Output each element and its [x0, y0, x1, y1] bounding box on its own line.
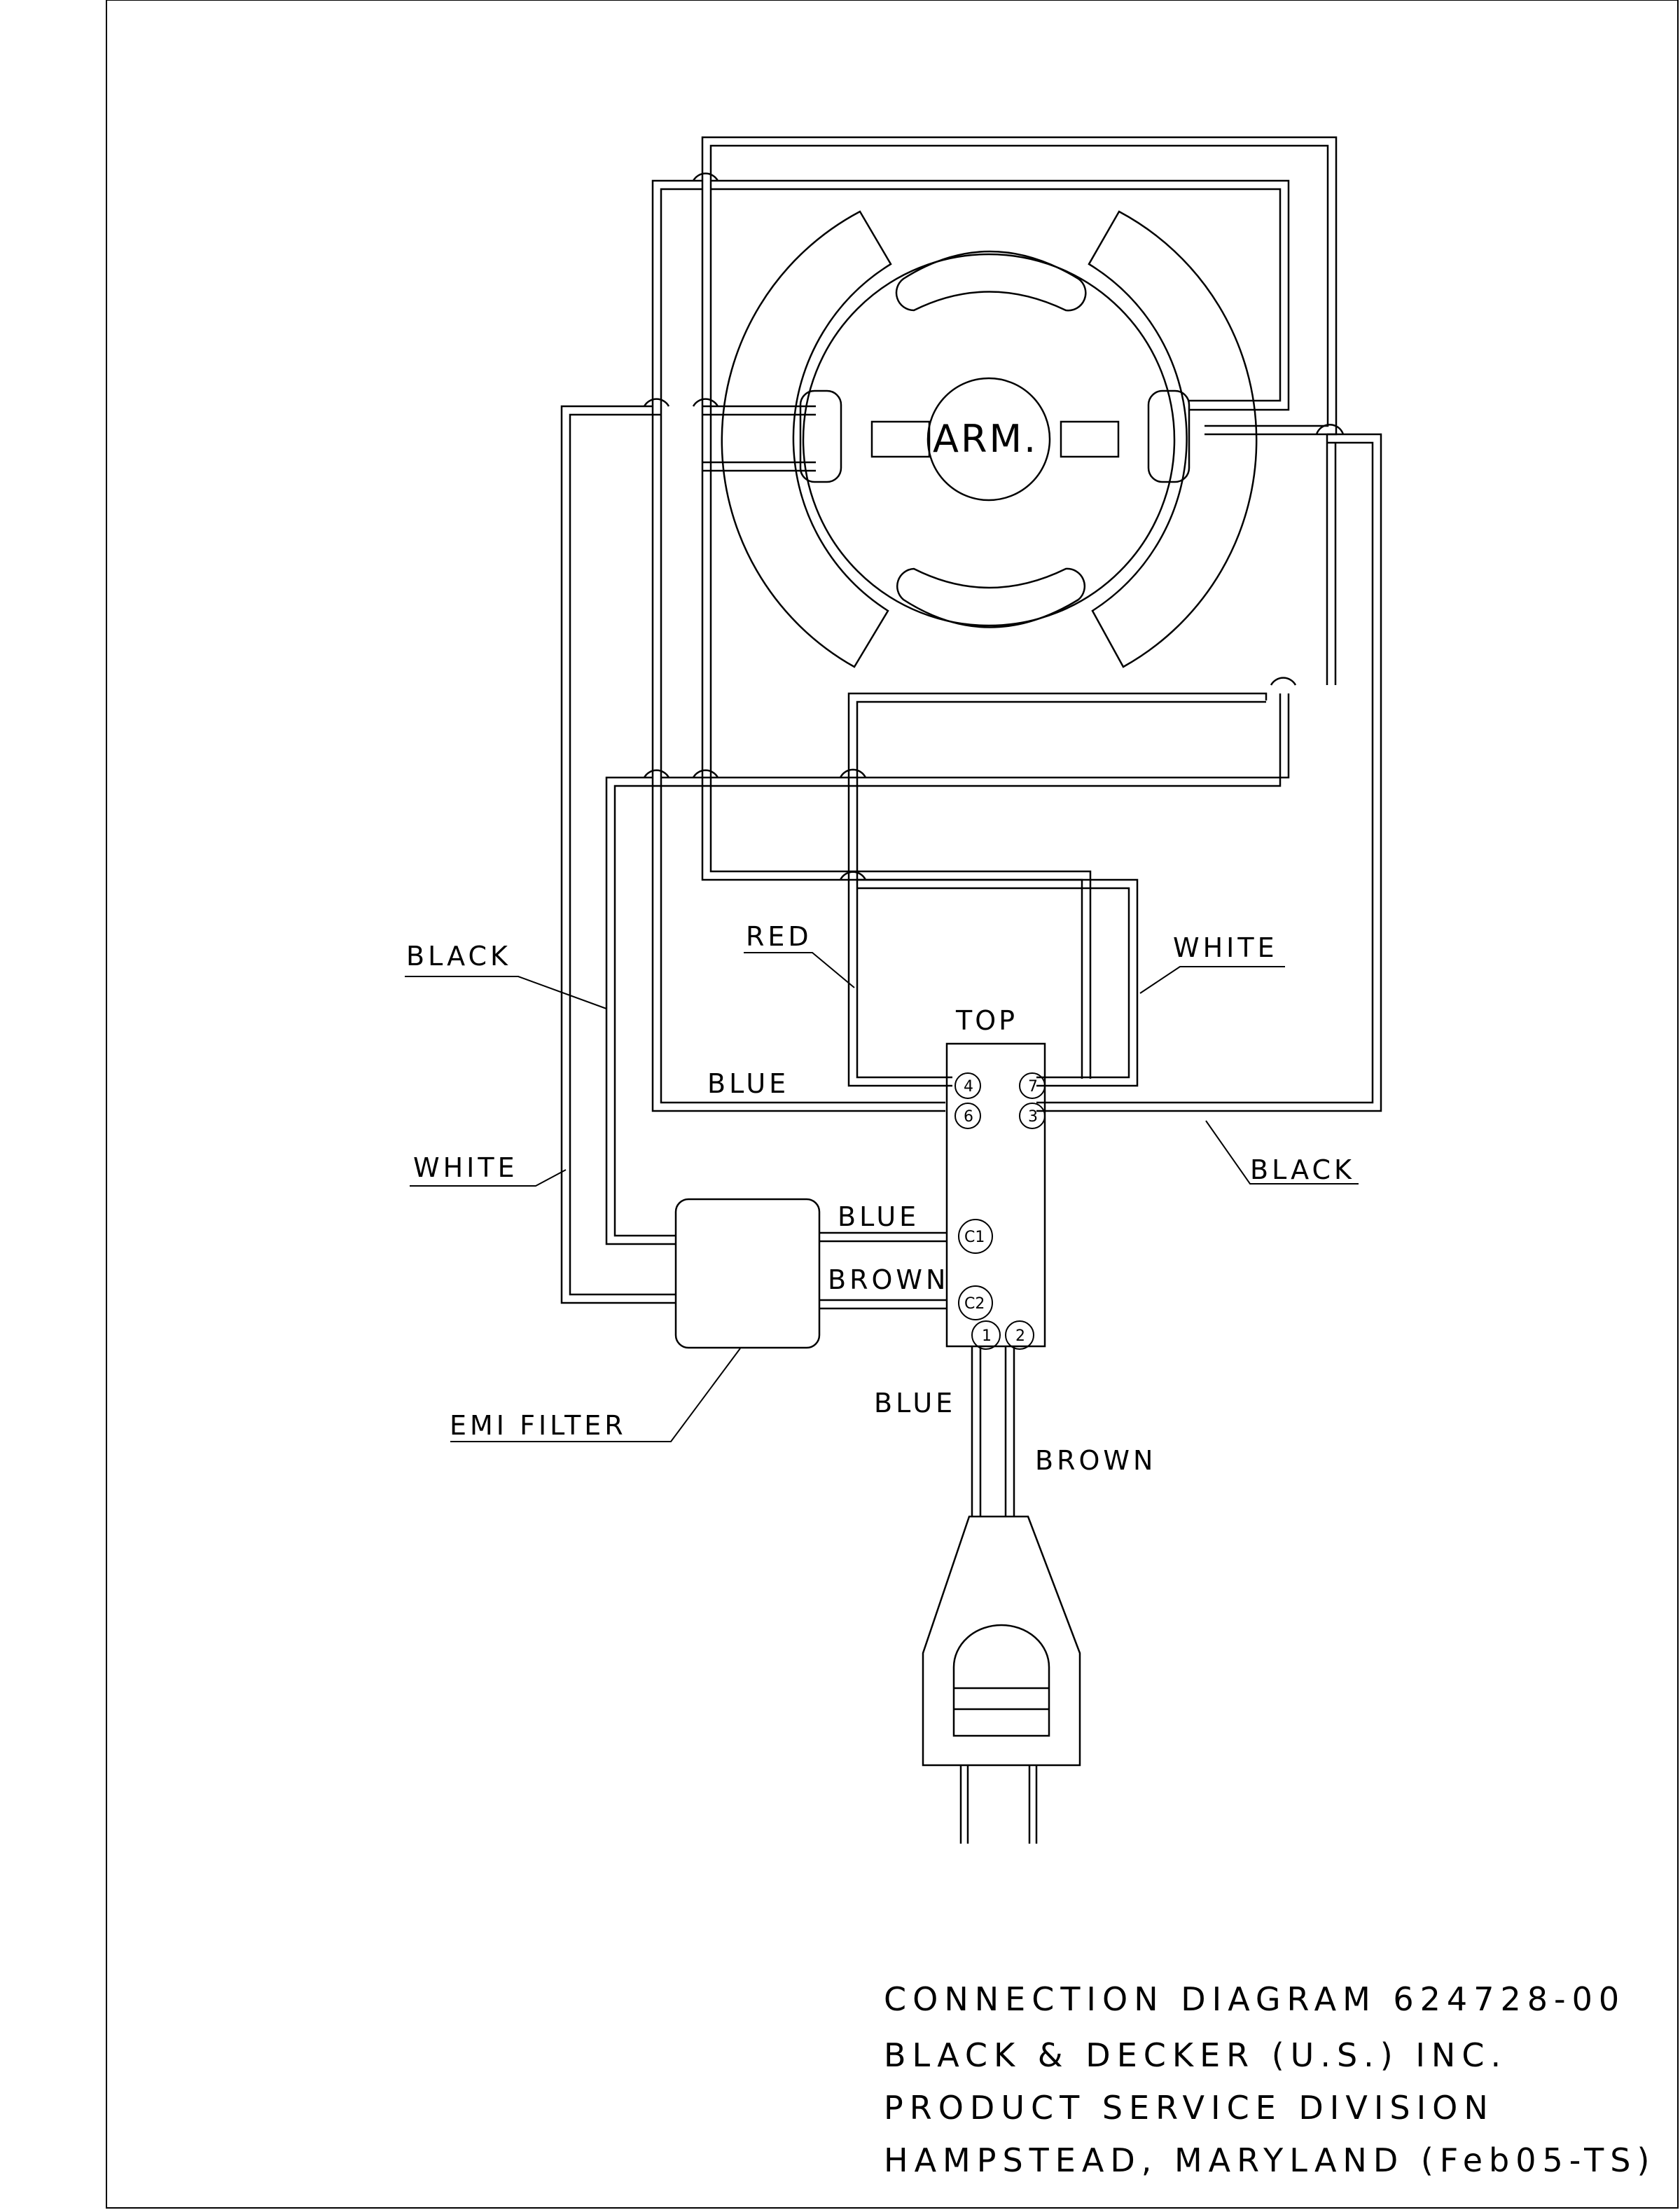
plug-body: [922, 1515, 1081, 1767]
leader-black-left: [405, 976, 607, 1009]
label-white-right: WHITE: [1173, 932, 1278, 963]
terminal-7-circle: [1019, 1072, 1046, 1099]
field-housing-right: [1088, 210, 1258, 668]
wire-filter-brown: [819, 1299, 947, 1310]
switch: TOP 4 7 6 3 C1 C2 1 2: [945, 1005, 1046, 1350]
terminal-7: 7: [1028, 1078, 1038, 1096]
hop-2: [643, 398, 670, 407]
label-blue-upper: BLUE: [707, 1068, 789, 1099]
hop-7: [692, 769, 719, 778]
wire-filter-blue: [819, 1231, 947, 1243]
label-black-left: BLACK: [406, 941, 511, 972]
terminal-c1-circle: [958, 1219, 993, 1254]
stator-ring: [802, 253, 1176, 627]
armature-label: ARM.: [933, 417, 1038, 461]
label-black-right: BLACK: [1250, 1154, 1355, 1185]
hop-9: [839, 871, 867, 880]
wire-cord: [971, 1346, 1015, 1517]
hop-1: [692, 172, 719, 181]
title-block: CONNECTION DIAGRAM 624728-00 BLACK & DEC…: [884, 1980, 1655, 2179]
wire-red: [847, 692, 1268, 1087]
terminal-6: 6: [964, 1108, 973, 1126]
sheet-border: [106, 0, 1679, 2209]
brush-holder-right: [1147, 389, 1190, 483]
brush-holder-left: [799, 389, 842, 483]
brush-right: [1060, 420, 1120, 458]
terminal-1: 1: [982, 1327, 992, 1345]
hop-6: [643, 769, 670, 778]
emi-filter-box: [674, 1198, 821, 1349]
terminal-3-circle: [1019, 1103, 1046, 1129]
leader-white-left: [410, 1169, 567, 1187]
plug-prong-right: [1028, 1765, 1038, 1844]
wire-black-left: [560, 405, 676, 1304]
title-line-3: PRODUCT SERVICE DIVISION: [884, 2089, 1494, 2127]
terminal-c1: C1: [964, 1229, 985, 1246]
label-emi-filter: EMI FILTER: [450, 1410, 627, 1441]
wire-black-right: [1036, 433, 1382, 1112]
label-brown-filter: BROWN: [828, 1264, 949, 1295]
terminal-4: 4: [964, 1078, 973, 1096]
upper-field-slot: [895, 250, 1087, 312]
wire-top-inner: [651, 179, 1290, 1112]
brush-left: [870, 420, 931, 458]
terminal-c2: C2: [964, 1295, 985, 1313]
armature: [926, 377, 1051, 502]
wire-cross-1115: [661, 693, 1290, 787]
label-white-left: WHITE: [413, 1152, 518, 1183]
terminal-1-circle: [971, 1320, 1001, 1350]
motor: ARM.: [721, 210, 1258, 668]
wire-left-brush: [702, 405, 816, 472]
hop-8: [839, 768, 867, 778]
wire-crossovers: [643, 172, 1345, 880]
field-housing-left: [721, 210, 892, 668]
leader-lines: [405, 952, 1359, 1442]
leader-emi: [450, 1348, 741, 1442]
wire-white-left: [605, 776, 676, 1245]
switch-body: [945, 1042, 1046, 1348]
terminal-3: 3: [1028, 1108, 1038, 1126]
lower-field-slot: [896, 567, 1086, 628]
title-line-2: BLACK & DECKER (U.S.) INC.: [884, 2036, 1507, 2074]
leader-white-right: [1139, 966, 1285, 994]
plug-grip: [952, 1624, 1050, 1737]
hop-4: [1315, 424, 1345, 435]
hop-5: [1270, 677, 1297, 686]
terminal-4-circle: [954, 1072, 981, 1099]
title-line-4: HAMPSTEAD, MARYLAND (Feb05-TS): [884, 2141, 1655, 2179]
label-red: RED: [746, 921, 812, 952]
switch-top-label: TOP: [955, 1005, 1018, 1036]
terminal-2-circle: [1005, 1320, 1034, 1350]
leader-red: [744, 952, 855, 988]
wire-top-outer: [701, 136, 1338, 436]
power-plug: [922, 1515, 1081, 1844]
label-brown-cord: BROWN: [1035, 1445, 1156, 1476]
terminal-c2-circle: [958, 1285, 993, 1320]
wires: [560, 136, 1382, 1517]
wire-white-right: [857, 878, 1139, 1087]
leader-black-right: [1205, 1120, 1359, 1185]
plug-prong-left: [959, 1765, 969, 1844]
hop-3: [692, 398, 719, 407]
terminal-2: 2: [1015, 1327, 1025, 1345]
label-blue-filter: BLUE: [838, 1201, 919, 1232]
label-blue-cord: BLUE: [874, 1388, 956, 1418]
terminal-6-circle: [954, 1103, 981, 1129]
title-line-1: CONNECTION DIAGRAM 624728-00: [884, 1980, 1625, 2018]
